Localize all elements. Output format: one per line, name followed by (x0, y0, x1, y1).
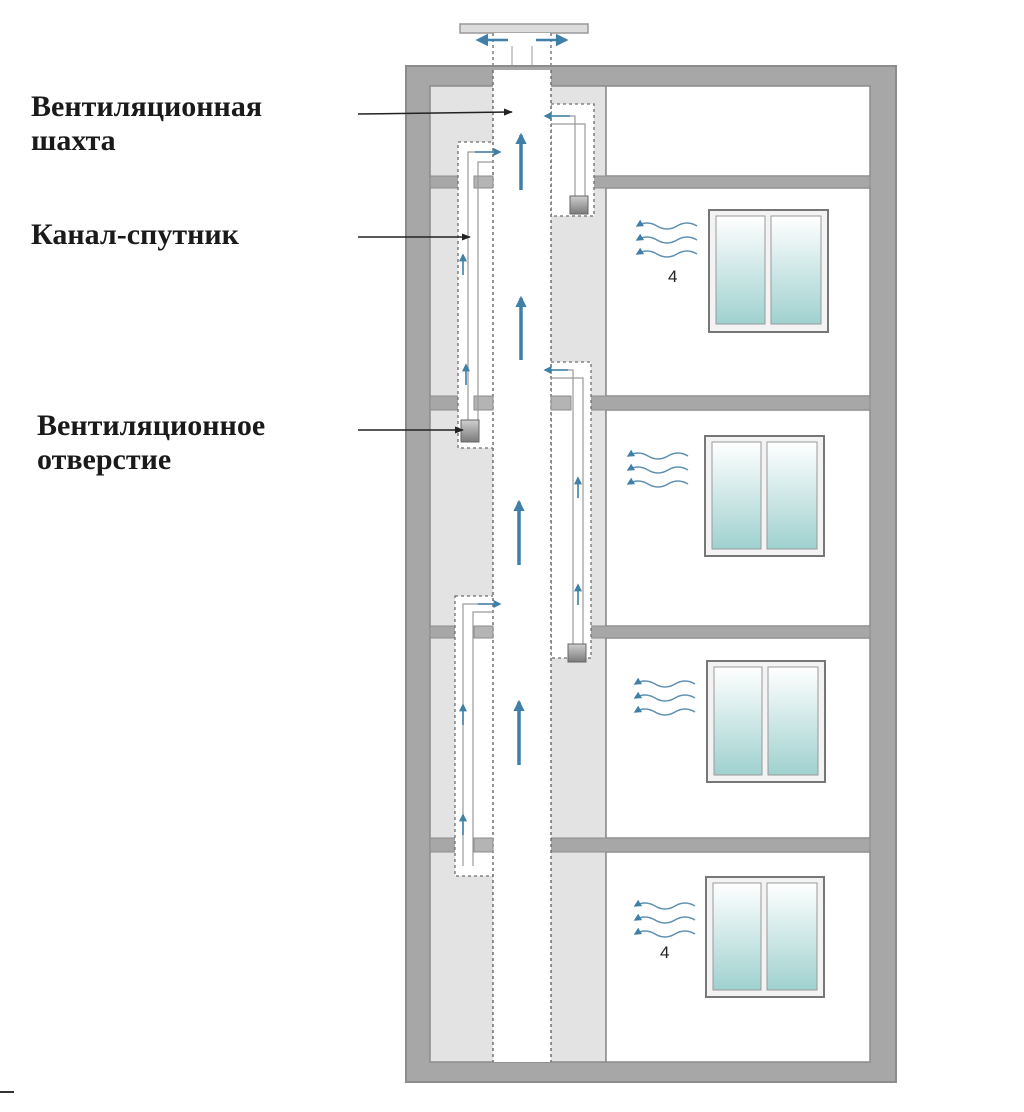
vent-opening-label: Вентиляционное отверстие (37, 409, 265, 477)
vent-grilles (460, 195, 589, 663)
shaft-cap (459, 23, 589, 34)
shaft-airflow-arrows (513, 132, 527, 765)
window (704, 435, 825, 557)
room-floor-4 (605, 85, 871, 177)
shaft-pointer (357, 108, 513, 116)
satellite-channel-label-text: Канал-спутник (31, 218, 239, 251)
channel-airflow-arrows (459, 112, 582, 835)
window (708, 209, 829, 333)
shaft-label-line-1: Вентиляционная (31, 90, 263, 123)
fresh-air-inflow (626, 219, 698, 938)
shaft-label: Вентиляционная шахта (31, 90, 262, 158)
satellite-channel-label: Канал-спутник (31, 218, 239, 252)
satellite-channel-right-middle (550, 361, 592, 659)
vent-grille (569, 195, 589, 215)
vent-opening-label-line-2: отверстие (37, 443, 172, 476)
vent-opening-label-line-1: Вентиляционное (37, 409, 266, 442)
ventilation-shaft (493, 70, 551, 1062)
shaft-top (493, 33, 551, 70)
window-number: 4 (668, 267, 677, 286)
shaft-label-line-2: шахта (31, 124, 116, 157)
window-number: 4 (660, 943, 669, 962)
label-pointers (357, 108, 513, 434)
window (706, 660, 826, 783)
vent-grille (460, 419, 480, 443)
window (705, 876, 825, 998)
vent-grille (567, 643, 587, 663)
satellite-channel-left-lower (454, 595, 495, 877)
